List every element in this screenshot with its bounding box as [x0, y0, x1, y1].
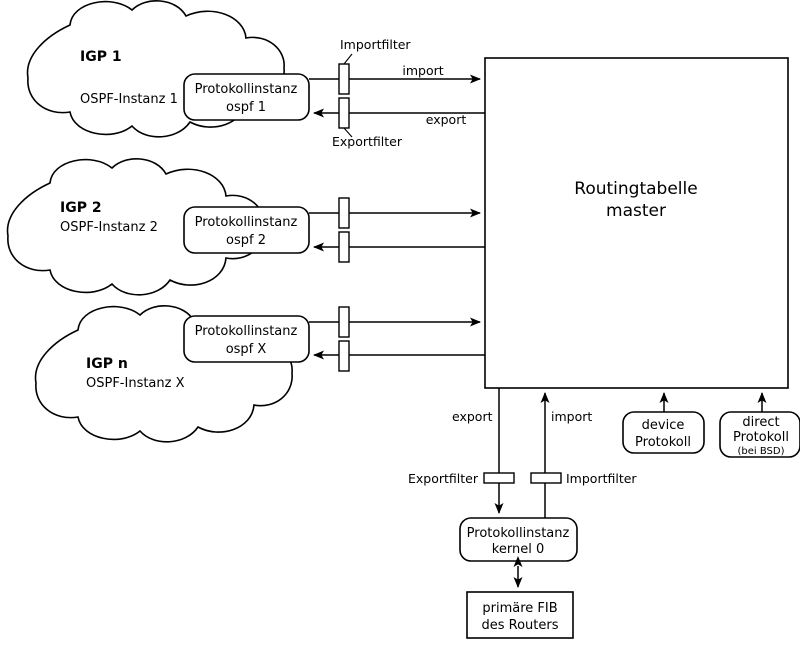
kernel-import-filter-box[interactable] [530, 472, 562, 484]
protocol-instance-box-2[interactable] [183, 206, 310, 254]
protocol-instance-box-1[interactable] [183, 73, 310, 121]
routing-table-line1: Routingtabelle [574, 179, 697, 199]
protocol-instance-3-line2: ospf X [226, 342, 267, 357]
protocol-row-1: Protokollinstanz ospf 1 Importfilter Exp… [183, 37, 485, 149]
device-protocol-line1: device [642, 418, 685, 433]
protocol-instance-1-line2: ospf 1 [226, 100, 266, 115]
kernel-export-filter-box[interactable] [483, 472, 515, 484]
primary-fib-line1: primäre FIB [482, 601, 557, 616]
import-filter-box-3[interactable] [338, 306, 350, 338]
routing-table-line2: master [606, 201, 666, 221]
device-protocol-box[interactable] [622, 411, 705, 454]
protocol-instance-3-line1: Protokollinstanz [195, 324, 298, 339]
kernel-instance-line2: kernel 0 [492, 542, 544, 557]
cloud-subtitle-2: OSPF-Instanz 2 [60, 220, 158, 235]
cloud-title-1: IGP 1 [80, 49, 122, 65]
protocol-instance-1-line1: Protokollinstanz [195, 82, 298, 97]
kernel-export-branch: export Exportfilter [408, 388, 515, 514]
protocol-row-2: Protokollinstanz ospf 2 [183, 197, 485, 263]
kernel-import-branch: import Importfilter [530, 392, 637, 518]
routing-table-box[interactable] [484, 57, 789, 389]
cloud-shape-2 [6, 158, 265, 296]
primary-fib-line2: des Routers [481, 618, 558, 633]
cloud-title-2: IGP 2 [60, 200, 102, 216]
kernel-instance-line1: Protokollinstanz [467, 526, 570, 541]
import-filter-leader-1 [343, 53, 353, 65]
export-filter-box-1[interactable] [338, 97, 350, 129]
routing-table-master[interactable]: Routingtabelle master [484, 57, 789, 389]
kernel-protocol-instance[interactable]: Protokollinstanz kernel 0 [459, 517, 578, 562]
direct-protocol[interactable]: direct Protokoll (bei BSD) [719, 392, 800, 458]
protocol-instance-box-3[interactable] [183, 315, 310, 363]
direct-protocol-line3: (bei BSD) [738, 446, 785, 457]
primary-fib[interactable]: primäre FIB des Routers [466, 591, 574, 639]
export-filter-box-2[interactable] [338, 231, 350, 263]
direct-protocol-line2: Protokoll [733, 430, 789, 445]
protocol-instance-2-line2: ospf 2 [226, 233, 266, 248]
cloud-subtitle-3: OSPF-Instanz X [86, 376, 185, 391]
device-protocol-line2: Protokoll [635, 435, 691, 450]
cloud-title-3: IGP n [86, 356, 128, 372]
direct-protocol-line1: direct [742, 415, 779, 430]
import-flow-label-1: import [402, 63, 443, 78]
export-filter-label-1: Exportfilter [332, 134, 403, 149]
import-filter-box-2[interactable] [338, 197, 350, 229]
kernel-export-flow-label: export [452, 409, 493, 424]
direct-protocol-box[interactable] [719, 411, 800, 458]
cloud-igp-2: IGP 2 OSPF-Instanz 2 [6, 158, 265, 296]
import-filter-label-1: Importfilter [340, 37, 411, 52]
protocol-instance-2-line1: Protokollinstanz [195, 215, 298, 230]
kernel-import-flow-label: import [551, 409, 592, 424]
import-filter-box-1[interactable] [338, 63, 350, 95]
device-protocol[interactable]: device Protokoll [622, 392, 705, 454]
export-filter-box-3[interactable] [338, 340, 350, 372]
kernel-export-filter-label: Exportfilter [408, 471, 479, 486]
primary-fib-box[interactable] [466, 591, 574, 639]
kernel-import-filter-label: Importfilter [566, 471, 637, 486]
export-flow-label-1: export [426, 112, 467, 127]
cloud-subtitle-1: OSPF-Instanz 1 [80, 92, 178, 107]
protocol-row-3: Protokollinstanz ospf X [183, 306, 485, 372]
export-filter-leader-1 [343, 127, 353, 138]
